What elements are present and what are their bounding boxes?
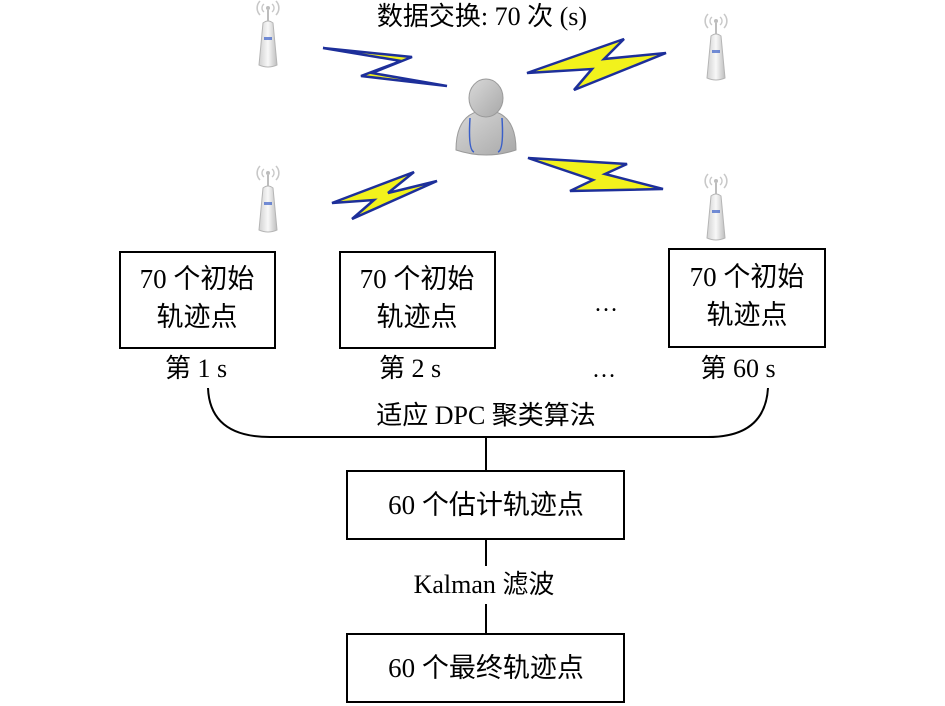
- initial-box-2: 70 个初始 轨迹点: [339, 251, 496, 349]
- antenna-icon: [256, 0, 280, 68]
- initial-box-line2: 轨迹点: [707, 300, 788, 330]
- lightning-icon: [526, 37, 667, 92]
- title: 数据交换: 70 次 (s): [377, 2, 587, 31]
- final-box-label: 60 个最终轨迹点: [388, 653, 584, 683]
- initial-box-60: 70 个初始 轨迹点: [668, 248, 826, 348]
- initial-box-line1: 70 个初始: [690, 262, 805, 292]
- ellipsis: …: [594, 291, 618, 317]
- antenna-icon: [256, 165, 280, 233]
- person-icon: [455, 78, 517, 156]
- initial-box-line1: 70 个初始: [360, 264, 475, 294]
- estimate-box-label: 60 个估计轨迹点: [388, 490, 584, 520]
- lightning-icon: [331, 170, 438, 221]
- initial-box-line1: 70 个初始: [140, 264, 255, 294]
- merge-bracket: [207, 387, 769, 438]
- kalman-label: Kalman 滤波: [414, 570, 555, 599]
- second-label: …: [592, 357, 616, 383]
- antenna-icon: [704, 173, 728, 241]
- initial-box-line2: 轨迹点: [157, 302, 238, 332]
- initial-box-line2: 轨迹点: [377, 302, 458, 332]
- final-box: 60 个最终轨迹点: [346, 633, 625, 703]
- clustering-label: 适应 DPC 聚类算法: [376, 401, 596, 430]
- lightning-icon: [527, 156, 664, 193]
- second-label: 第 2 s: [379, 354, 441, 383]
- initial-box-1: 70 个初始 轨迹点: [119, 251, 276, 349]
- second-label: 第 1 s: [165, 354, 227, 383]
- estimate-box: 60 个估计轨迹点: [346, 470, 625, 540]
- lightning-icon: [322, 46, 448, 88]
- antenna-icon: [704, 13, 728, 81]
- second-label: 第 60 s: [700, 354, 775, 383]
